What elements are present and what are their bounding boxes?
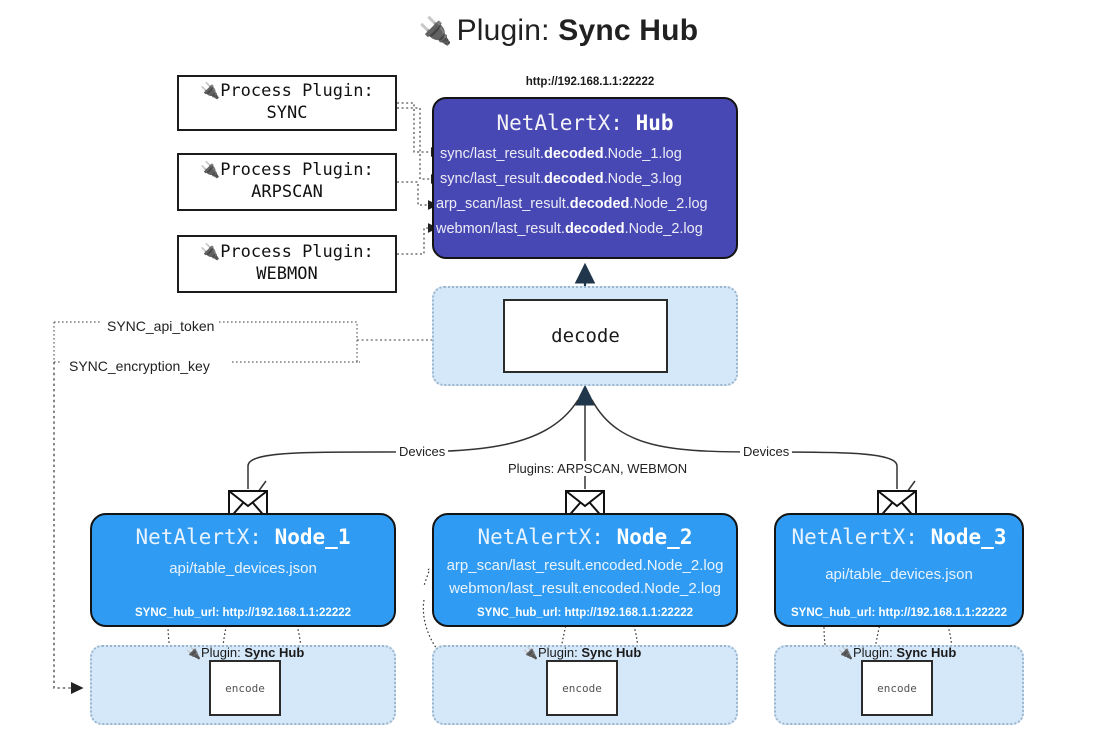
node-3-hub-url: SYNC_hub_url: http://192.168.1.1:22222	[790, 607, 1008, 619]
edge-label-devices-right: Devices	[740, 444, 793, 459]
sync-api-token-label: SYNC_api_token	[104, 318, 218, 334]
node-2-line: arp_scan/last_result.encoded.Node_2.log	[446, 557, 724, 574]
hub-url-label: http://192.168.1.1:22222	[525, 76, 655, 88]
node-1[interactable]: NetAlertX: Node_1 api/table_devices.json…	[90, 513, 396, 627]
process-plugin-webmon-box[interactable]: 🔌Process Plugin: WEBMON	[177, 235, 397, 293]
hub-log-line: sync/last_result.decoded.Node_1.log	[440, 146, 682, 162]
node-1-title: NetAlertX: Node_1	[135, 525, 351, 549]
hub-title: NetAlertX: Hub	[434, 111, 736, 135]
hub-log-list: sync/last_result.decoded.Node_1.log sync…	[434, 142, 736, 242]
title-prefix: Plugin:	[456, 14, 550, 47]
plug-icon: 🔌	[200, 242, 221, 262]
encode-box-1[interactable]: encode	[209, 660, 281, 716]
process-plugin-sync-line2: SYNC	[266, 103, 308, 123]
plug-icon: 🔌	[523, 646, 538, 660]
node-3[interactable]: NetAlertX: Node_3 api/table_devices.json…	[774, 513, 1024, 627]
node-2[interactable]: NetAlertX: Node_2 arp_scan/last_result.e…	[432, 513, 738, 627]
encode-plugin-label-2: 🔌Plugin: Sync Hub	[523, 645, 642, 660]
node-3-line: api/table_devices.json	[825, 566, 973, 583]
encode-plugin-label-3: 🔌Plugin: Sync Hub	[838, 645, 957, 660]
encode-box-3[interactable]: encode	[861, 660, 933, 716]
page-title: 🔌Plugin: Sync Hub	[0, 14, 1117, 48]
process-plugin-arpscan-line2: ARPSCAN	[251, 182, 323, 202]
edge-label-devices-left: Devices	[396, 444, 449, 459]
process-plugin-webmon-line2: WEBMON	[256, 264, 318, 284]
node-1-lines: api/table_devices.json	[92, 557, 394, 580]
node-2-hub-url: SYNC_hub_url: http://192.168.1.1:22222	[476, 607, 694, 619]
plug-icon: 🔌	[418, 16, 453, 46]
node-3-lines: api/table_devices.json	[776, 563, 1022, 586]
process-plugin-arpscan-line1: 🔌Process Plugin:	[200, 160, 374, 181]
node-1-line: api/table_devices.json	[169, 560, 317, 577]
process-plugin-sync-line1: 🔌Process Plugin:	[200, 81, 374, 102]
plug-icon: 🔌	[200, 160, 221, 180]
process-plugin-sync-box[interactable]: 🔌Process Plugin: SYNC	[177, 75, 397, 131]
node-2-line: webmon/last_result.encoded.Node_2.log	[449, 580, 721, 598]
encode-plugin-label-1: 🔌Plugin: Sync Hub	[186, 645, 305, 660]
edge-label-plugins: Plugins: ARPSCAN, WEBMON	[505, 461, 691, 476]
node-1-hub-url: SYNC_hub_url: http://192.168.1.1:22222	[134, 607, 352, 619]
hub-node-name: Hub	[635, 111, 674, 135]
hub-app-name: NetAlertX:	[496, 111, 623, 135]
plug-icon: 🔌	[186, 646, 201, 660]
node-3-title: NetAlertX: Node_3	[791, 525, 1007, 549]
title-name: Sync Hub	[558, 14, 699, 47]
hub-log-line: arp_scan/last_result.decoded.Node_2.log	[436, 195, 708, 212]
hub-log-line: webmon/last_result.decoded.Node_2.log	[436, 220, 703, 237]
node-2-title: NetAlertX: Node_2	[477, 525, 693, 549]
hub-log-line: sync/last_result.decoded.Node_3.log	[440, 170, 682, 187]
process-plugin-webmon-line1: 🔌Process Plugin:	[200, 242, 374, 263]
plug-icon: 🔌	[200, 81, 221, 101]
node-2-lines: arp_scan/last_result.encoded.Node_2.log …	[434, 554, 736, 601]
sync-encryption-key-label: SYNC_encryption_key	[66, 358, 213, 374]
hub-node[interactable]: NetAlertX: Hub sync/last_result.decoded.…	[432, 97, 738, 259]
plug-icon: 🔌	[838, 646, 853, 660]
decode-box[interactable]: decode	[503, 299, 668, 373]
encode-box-2[interactable]: encode	[546, 660, 618, 716]
process-plugin-arpscan-box[interactable]: 🔌Process Plugin: ARPSCAN	[177, 153, 397, 211]
